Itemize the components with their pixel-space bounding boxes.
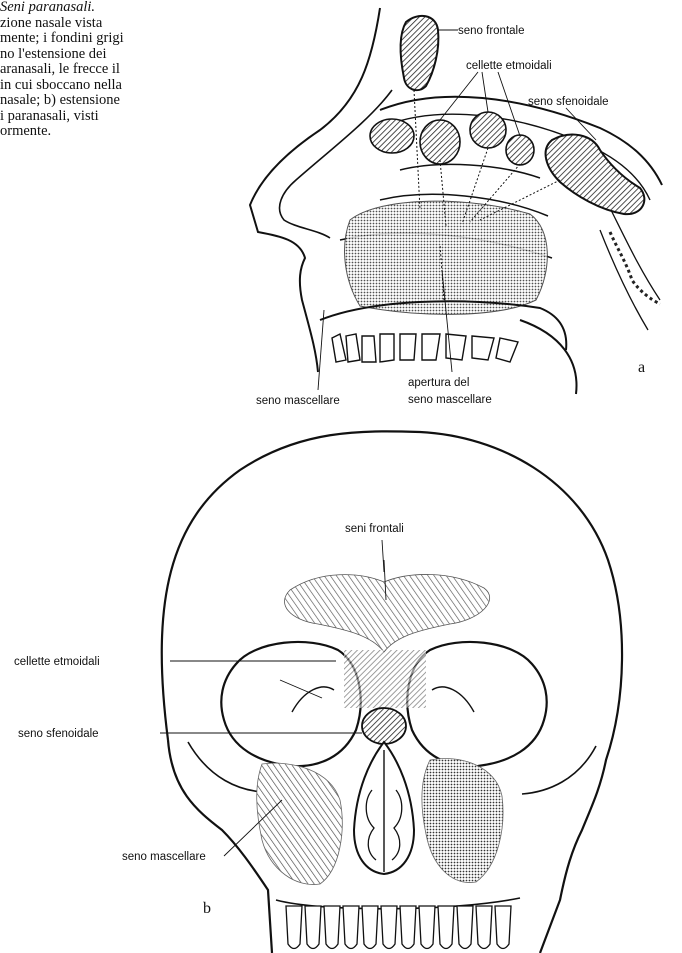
label-sphenoid-sinus-a: seno sfenoidale bbox=[528, 96, 609, 108]
panel-letter-a: a bbox=[638, 359, 645, 376]
left-maxillary-sinus bbox=[257, 763, 342, 884]
mandible-curve bbox=[520, 320, 577, 394]
label-frontal-sinus: seno frontale bbox=[458, 25, 525, 37]
label-frontal-sinuses: seni frontali bbox=[345, 523, 404, 535]
ethmoid-cell bbox=[420, 120, 460, 164]
label-sphenoid-sinus-b: seno sfenoidale bbox=[18, 728, 99, 740]
left-orbit-fissure bbox=[292, 687, 334, 712]
tooth bbox=[400, 906, 416, 949]
right-orbit bbox=[407, 642, 546, 766]
panel-letter-b: b bbox=[203, 900, 211, 917]
upper-teeth-frontal bbox=[286, 906, 511, 949]
face-profile-outline bbox=[250, 8, 380, 372]
sphenoid-sinus-frontal bbox=[362, 708, 406, 744]
skull-outline-left-jaw bbox=[168, 740, 272, 953]
tooth bbox=[286, 906, 302, 949]
ethmoid-cell bbox=[470, 112, 506, 148]
ethmoid-cell bbox=[506, 135, 534, 165]
upper-teeth-lateral bbox=[332, 334, 518, 362]
tooth bbox=[419, 906, 435, 949]
left-zygomatic bbox=[188, 742, 262, 792]
label-maxillary-sinus-b: seno mascellare bbox=[122, 851, 206, 863]
right-zygomatic bbox=[522, 746, 596, 794]
tooth bbox=[362, 906, 378, 949]
frontal-sinus-shape bbox=[401, 16, 439, 90]
label-maxillary-sinus-a: seno mascellare bbox=[256, 395, 340, 407]
label-opening-line-2: seno mascellare bbox=[408, 394, 492, 406]
nasopharynx-wall bbox=[600, 208, 660, 330]
label-opening-line-1: apertura del bbox=[408, 377, 469, 389]
panel-b-frontal-view: seni frontali cellette etmoidali seno sf… bbox=[14, 431, 622, 953]
label-ethmoid-cells-b: cellette etmoidali bbox=[14, 656, 100, 668]
ethmoid-cell bbox=[370, 119, 414, 153]
tooth bbox=[324, 906, 340, 949]
pharyngeal-tissue bbox=[610, 232, 660, 304]
right-orbit-fissure bbox=[432, 687, 474, 712]
tooth bbox=[438, 906, 454, 949]
right-maxillary-sinus bbox=[422, 759, 503, 883]
tooth bbox=[305, 906, 321, 949]
frontal-sinuses-shape bbox=[285, 574, 490, 652]
panel-a-lateral-view: seno frontale cellette etmoidali seno sf… bbox=[250, 8, 662, 407]
ethmoid-cells-frontal bbox=[344, 650, 426, 708]
superior-concha bbox=[400, 164, 540, 178]
tooth bbox=[343, 906, 359, 949]
tooth bbox=[495, 906, 511, 949]
label-ethmoid-cells-a: cellette etmoidali bbox=[466, 60, 552, 72]
tooth bbox=[476, 906, 492, 949]
tooth bbox=[381, 906, 397, 949]
maxillary-sinus-shape-lateral bbox=[345, 201, 548, 314]
tooth bbox=[457, 906, 473, 949]
